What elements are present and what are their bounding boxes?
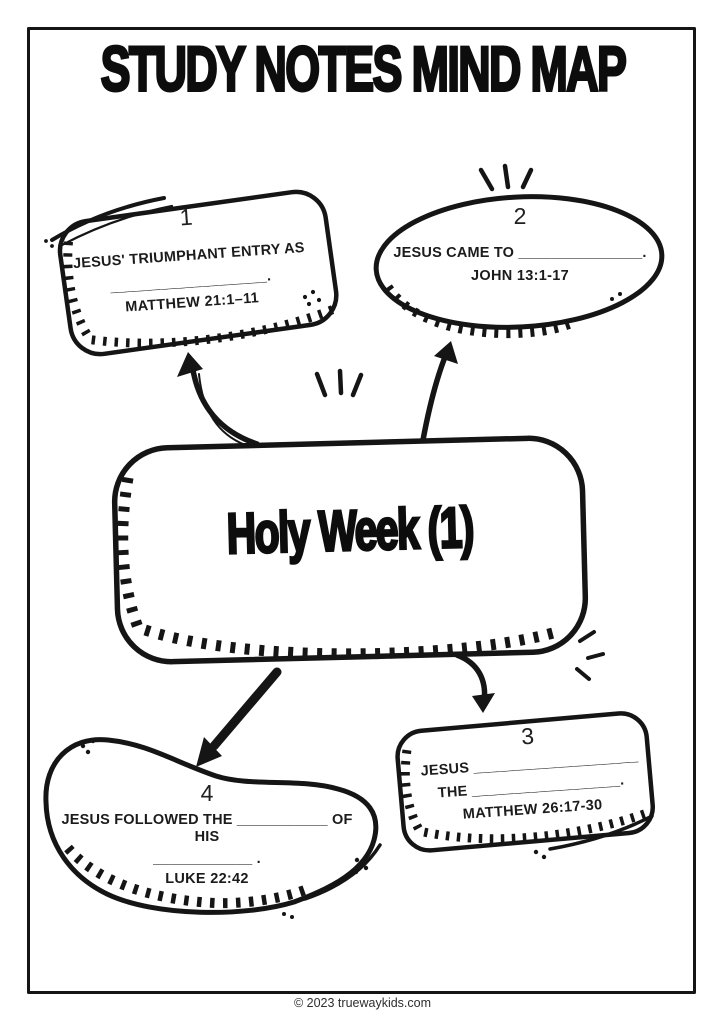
arrow-to-bubble-2 [420,341,458,443]
bubble-3-number: 3 [520,722,535,750]
bubble-2-number: 2 [513,203,527,229]
bubble-2-dots [610,292,628,308]
center-bubble-shape [111,435,589,665]
page-title-text: STUDY NOTES MIND MAP [99,32,627,104]
page-border-frame [27,27,696,994]
bubble-4-shape [43,737,379,915]
bubble-3-accent-stroke [548,814,654,851]
bubble-1-accent-stroke-2 [60,204,174,247]
bubble-4-number: 4 [200,780,214,806]
bubble-3-shape [395,711,656,853]
arrow-to-bubble-3 [454,652,495,713]
bubble-3-dots [533,849,547,860]
bubble-1: 1 JESUS' TRIUMPHANT ENTRY AS ___________… [55,195,324,321]
arrow-to-bubble-1 [177,352,260,448]
bubble-2: 2 JESUS CAME TO _______________. JOHN 13… [392,203,648,285]
bubble-3-emphasis-marks [575,630,605,681]
bubble-2-shape [373,194,665,339]
bubble-4-fill-in-blank[interactable]: ____________ . [153,851,261,867]
bubble-2-reference: JOHN 13:1-17 [471,268,569,284]
bubble-4-accent-stroke [303,843,382,901]
footer-credit: © 2023 truewaykids.com [293,996,432,1010]
bubble-2-ray-marks [478,163,534,192]
bubble-4-dots [80,738,369,919]
center-emphasis-marks [314,368,364,398]
bubble-1-shape [57,189,339,357]
bubble-1-accent-stroke [50,196,166,242]
page-title: STUDY NOTES MIND MAP [0,32,725,104]
bubble-3: 3 JESUS ____________________ THE _______… [415,716,645,826]
bubble-1-number: 1 [178,203,194,231]
bubble-2-line1-with-blank[interactable]: JESUS CAME TO _______________. [393,245,647,261]
bubble-4-line1-with-blank[interactable]: JESUS FOLLOWED THE ___________ OF HIS [61,812,353,845]
bubble-1-dots [44,239,322,307]
bubble-4-reference: LUKE 22:42 [165,871,249,887]
center-bubble-label: Holy Week (1) [225,494,475,567]
bubble-4: 4 JESUS FOLLOWED THE ___________ OF HIS … [58,781,356,888]
arrow-to-bubble-4 [196,667,282,767]
center-bubble: Holy Week (1) [127,494,572,568]
